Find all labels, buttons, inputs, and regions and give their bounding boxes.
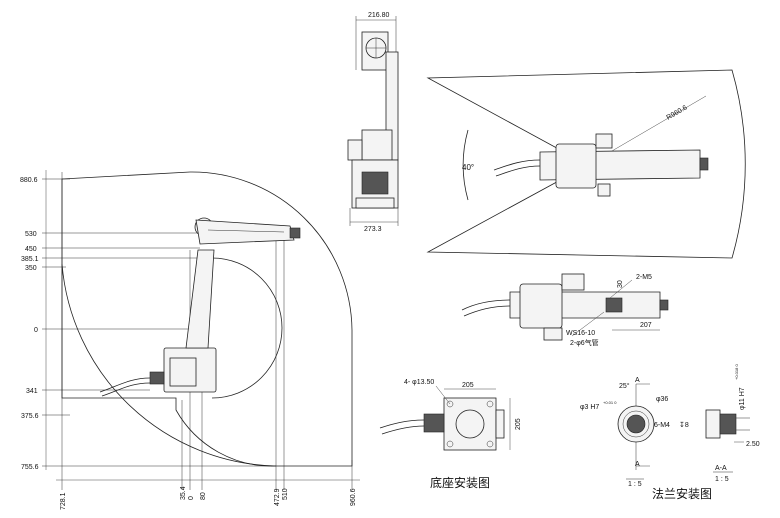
flange-center — [626, 414, 646, 434]
flange-shaft-tol: +0.018 0 — [734, 364, 739, 380]
plan-thread: 2-M5 — [636, 274, 652, 281]
plan-cable-lower — [463, 305, 511, 317]
base-height: 205 — [515, 418, 522, 430]
base-motor-housing — [169, 357, 197, 387]
top-motor — [595, 133, 613, 149]
top-flange — [699, 157, 709, 171]
plan-pipe-size: 2-φ6气管 — [570, 338, 599, 347]
wrist-flange — [289, 227, 301, 239]
plan-joint-bottom — [543, 327, 563, 341]
lower-arm — [185, 249, 215, 349]
label-341: 341 — [26, 388, 38, 395]
top-base — [555, 143, 597, 189]
back-view: 216.80 273.3 — [347, 12, 399, 233]
flange-angle: 25° — [619, 382, 630, 390]
flange-section-name: A-A — [715, 465, 727, 472]
plan-flange — [659, 299, 669, 311]
flange-mount: A A φ3 H7 +0.01 0 25° φ36 6-M4 ↧8 1 : 5 … — [580, 364, 760, 501]
plan-dim-207: 207 — [640, 322, 652, 329]
plan-view: 2-M5 30 207 WS16-10 2-φ6气管 — [461, 273, 669, 347]
back-connector-panel — [361, 171, 389, 195]
base-holes: 4- φ13.50 — [404, 379, 434, 386]
label-375: 375.6 — [21, 413, 39, 420]
flange-bore-tol: +0.01 0 — [603, 400, 617, 405]
base-side-plate — [495, 409, 505, 439]
flange-threads: 6-M4 — [654, 422, 670, 429]
top-view: R960.6 40° — [426, 69, 746, 259]
thread-leader — [609, 279, 633, 299]
flange-pcd — [622, 410, 650, 438]
angle-arc — [462, 129, 469, 201]
base-connector-block — [423, 413, 445, 433]
flange-scale-right: 1 : 5 — [715, 476, 729, 483]
section-label-top: A — [635, 377, 640, 384]
label-450: 450 — [25, 246, 37, 253]
sweep-envelope — [426, 69, 746, 259]
flange-bore: φ3 H7 — [580, 404, 599, 411]
upper-arm — [195, 219, 295, 245]
pipe-leader — [571, 311, 605, 337]
back-left-cap — [347, 139, 363, 161]
flange-depth-symbol: ↧8 — [679, 421, 689, 429]
back-base-width: 273.3 — [364, 226, 382, 233]
flange-shaft: φ11 H7 — [739, 387, 746, 410]
holes-leader — [435, 385, 451, 405]
base-hole-tr — [486, 400, 494, 408]
upper-arm-detail — [207, 229, 285, 233]
label-880: 880.6 — [20, 177, 38, 184]
side-cable-lower — [101, 382, 151, 397]
base-connector — [149, 371, 165, 385]
label-472: 472.9 — [274, 488, 281, 506]
top-lower-motor — [597, 183, 611, 197]
flange-section-shaft — [719, 413, 737, 435]
base-mount: 205 205 4- φ13.50 底座安装图 — [379, 379, 522, 490]
base-hole-tl — [446, 400, 454, 408]
base-mount-caption: 底座安装图 — [430, 475, 490, 490]
section-label-bottom: A — [635, 461, 640, 468]
plan-cable — [461, 299, 511, 311]
top-cable-lower — [495, 165, 541, 177]
sweep-angle: 40° — [462, 163, 474, 172]
label-728: 728.1 — [60, 492, 67, 510]
label-385: 385.1 — [21, 256, 39, 263]
flange-depth: 2.50 — [746, 441, 760, 448]
side-cable — [99, 377, 151, 393]
base-hole-br — [486, 440, 494, 448]
top-cable — [493, 159, 541, 171]
label-350: 350 — [25, 265, 37, 272]
label-35: 35.4 — [180, 486, 187, 500]
label-80: 80 — [200, 492, 207, 500]
plan-pipe-connector: WS16-10 — [566, 330, 595, 337]
label-960: 960.6 — [350, 488, 357, 506]
base-cable-lower — [381, 425, 425, 435]
back-top-width: 216.80 — [368, 12, 390, 19]
side-view: 880.6 530 450 385.1 350 0 341 375.6 755.… — [20, 170, 360, 510]
plan-base — [519, 283, 563, 329]
label-530: 530 — [25, 231, 37, 238]
label-510: 510 — [282, 488, 289, 500]
plan-joint-top — [561, 273, 585, 291]
inner-workspace-envelope — [211, 257, 283, 399]
label-0: 0 — [34, 327, 38, 334]
lower-workspace-boundary — [61, 264, 277, 467]
flange-mount-caption: 法兰安装图 — [652, 486, 712, 501]
flange-section-body — [705, 409, 721, 439]
base-width: 205 — [462, 382, 474, 389]
back-elbow — [361, 129, 393, 161]
plan-valve-block — [605, 297, 623, 313]
flange-pcd-label: φ36 — [656, 396, 668, 403]
label-bottom-0: 0 — [188, 496, 195, 500]
base-center-bore — [455, 409, 485, 439]
flange-scale-left: 1 : 5 — [628, 481, 642, 488]
plan-dim-30: 30 — [617, 280, 624, 288]
base-cable — [379, 419, 425, 429]
base-hole-bl — [446, 440, 454, 448]
label-755: 755.6 — [21, 464, 39, 471]
back-base-foot — [355, 197, 395, 209]
sweep-radius: R960.6 — [666, 104, 689, 121]
